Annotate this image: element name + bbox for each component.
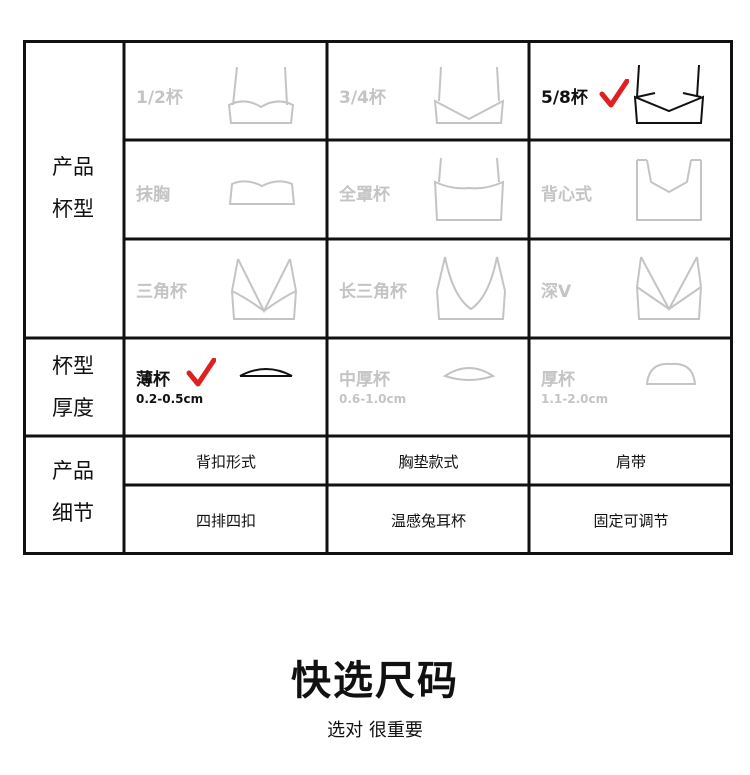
cup-label-deep-v: 深V xyxy=(541,282,572,302)
row-header-cup-type: 产品 杯型 xyxy=(23,146,123,230)
cup-label-long-triangle: 长三角杯 xyxy=(339,282,407,302)
detail-value-pad-style: 温感兔耳杯 xyxy=(390,512,466,530)
cup-cell-five-eighths[interactable]: 5/8杯 xyxy=(531,43,731,139)
row-header-details-line1: 产品 xyxy=(52,459,94,483)
cup-cell-strapless[interactable]: 抹胸 xyxy=(126,142,326,238)
thickness-label-thick: 厚杯 xyxy=(541,370,575,390)
row-header-cup-type-line2: 杯型 xyxy=(52,197,94,221)
check-mark-icon xyxy=(186,358,216,387)
thickness-cell-thick[interactable]: 厚杯 1.1-2.0cm xyxy=(531,340,731,435)
thickness-range-medium: 0.6-1.0cm xyxy=(339,392,407,406)
thickness-label-medium: 中厚杯 xyxy=(339,370,390,390)
half-cup-bra-icon xyxy=(227,66,295,124)
cup-label-full: 全罩杯 xyxy=(339,185,390,205)
long-triangle-bra-icon xyxy=(436,256,506,320)
row-header-details: 产品 细节 xyxy=(23,450,123,534)
cup-cell-vest[interactable]: 背心式 xyxy=(531,142,731,238)
strapless-bra-icon xyxy=(228,180,296,205)
row-header-thickness: 杯型 厚度 xyxy=(23,345,123,429)
row-header-cup-type-line1: 产品 xyxy=(52,155,94,179)
section-subtitle: 选对 很重要 xyxy=(327,720,423,741)
triangle-bra-icon xyxy=(231,258,297,320)
cup-label-strapless: 抹胸 xyxy=(136,185,170,205)
thickness-range-thin: 0.2-0.5cm xyxy=(136,392,204,406)
three-quarter-cup-bra-icon xyxy=(433,66,505,124)
cup-label-three-quarter: 3/4杯 xyxy=(339,88,386,108)
cup-cell-full[interactable]: 全罩杯 xyxy=(329,142,528,238)
cup-label-five-eighths: 5/8杯 xyxy=(541,88,588,108)
detail-value-closure: 四排四扣 xyxy=(195,512,256,530)
cup-cell-deep-v[interactable]: 深V xyxy=(531,241,731,337)
cup-label-vest: 背心式 xyxy=(541,185,592,205)
check-mark-icon xyxy=(599,79,629,108)
thickness-range-thick: 1.1-2.0cm xyxy=(541,392,609,406)
vest-bra-icon xyxy=(636,159,702,221)
section-title: 快选尺码 xyxy=(291,658,459,704)
detail-header-pad-style: 胸垫款式 xyxy=(398,453,459,471)
thickness-label-thin: 薄杯 xyxy=(136,370,170,390)
medium-pad-icon xyxy=(442,367,496,381)
row-header-thickness-line2: 厚度 xyxy=(52,396,94,420)
thickness-cell-thin[interactable]: 薄杯 0.2-0.5cm xyxy=(126,340,326,435)
product-spec-table: 产品 杯型 杯型 厚度 产品 细节 1/2杯 3/4杯 5/8杯 xyxy=(23,40,733,555)
cup-cell-three-quarter[interactable]: 3/4杯 xyxy=(329,43,528,139)
row-header-thickness-line1: 杯型 xyxy=(52,354,94,378)
detail-value-strap: 固定可调节 xyxy=(593,512,669,530)
thickness-cell-medium[interactable]: 中厚杯 0.6-1.0cm xyxy=(329,340,528,435)
thin-pad-icon xyxy=(239,368,293,377)
table-grid-lines xyxy=(23,40,733,555)
cup-label-triangle: 三角杯 xyxy=(136,282,187,302)
cup-label-half: 1/2杯 xyxy=(136,88,183,108)
five-eighths-cup-bra-icon xyxy=(633,64,705,124)
row-header-details-line2: 细节 xyxy=(52,501,94,525)
cup-cell-half[interactable]: 1/2杯 xyxy=(126,43,326,139)
detail-header-closure: 背扣形式 xyxy=(195,453,256,471)
detail-header-strap: 肩带 xyxy=(615,453,646,471)
thick-pad-icon xyxy=(645,362,697,385)
deep-v-bra-icon xyxy=(636,256,702,320)
cup-cell-long-triangle[interactable]: 长三角杯 xyxy=(329,241,528,337)
cup-cell-triangle[interactable]: 三角杯 xyxy=(126,241,326,337)
full-cup-bra-icon xyxy=(433,157,505,221)
